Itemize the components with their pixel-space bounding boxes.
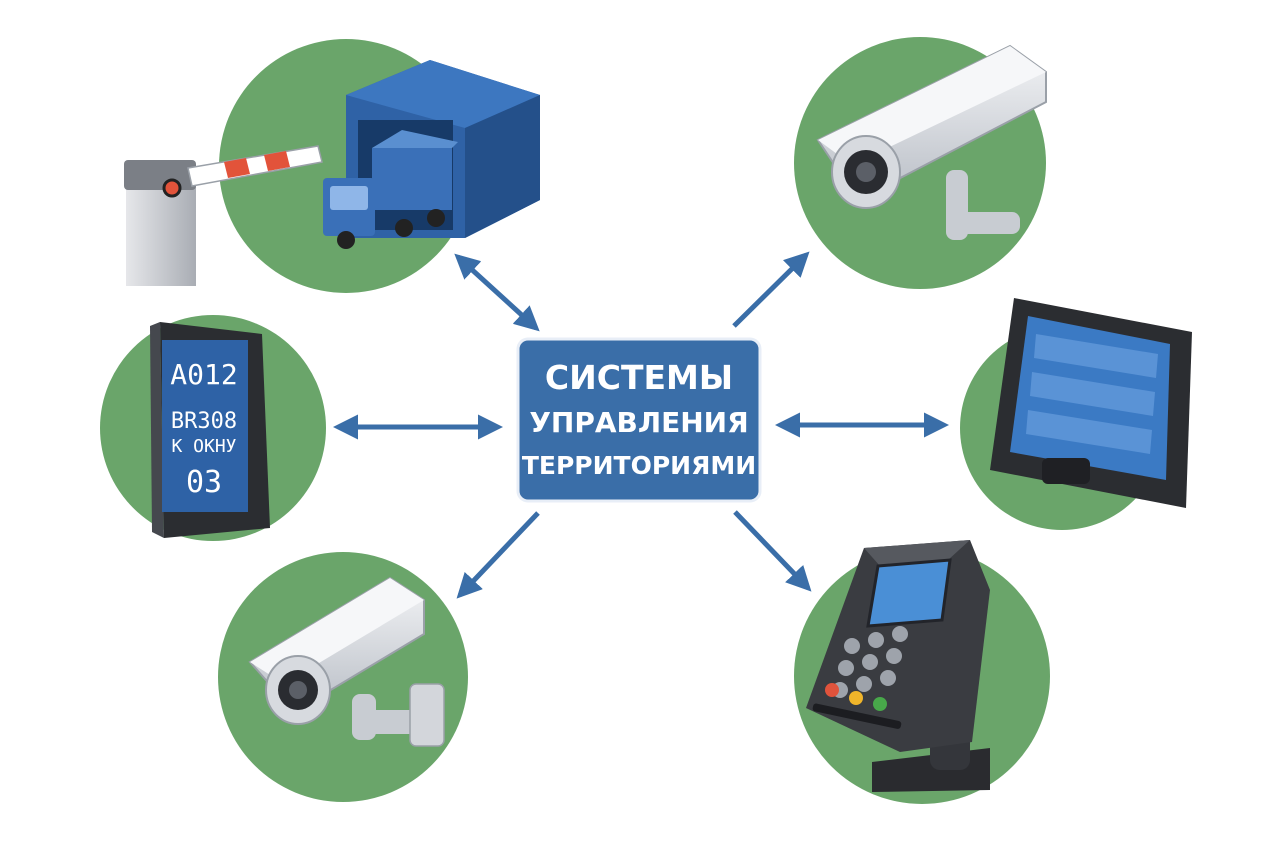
connection-arrows (333, 251, 949, 599)
queue-row-4: 03 (186, 465, 222, 500)
hub-line-2: УПРАВЛЕНИЯ (529, 406, 748, 439)
node-camera-top-right (794, 37, 1047, 289)
node-barrier-garage (124, 39, 540, 293)
queue-row-1: A012 (170, 358, 237, 391)
queue-row-3: К ОКНУ (171, 436, 236, 457)
payment-terminal-icon (806, 540, 990, 792)
cctv-camera-icon (816, 44, 1047, 240)
node-payment-terminal (794, 540, 1050, 804)
arrow-hub-to-camera-bottom (456, 511, 540, 599)
hub-line-1: СИСТЕМЫ (545, 358, 733, 397)
queue-row-2: BR308 (171, 409, 237, 434)
hub-line-3: ТЕРРИТОРИЯМИ (522, 451, 756, 480)
node-touch-panel (960, 298, 1192, 530)
control-panel-screen-icon (990, 298, 1192, 508)
barrier-gate-truck-warehouse-icon (124, 60, 540, 286)
node-camera-bottom-left (218, 552, 468, 802)
hub-box: СИСТЕМЫ УПРАВЛЕНИЯ ТЕРРИТОРИЯМИ (516, 337, 762, 503)
queue-display-terminal-icon: A012 BR308 К ОКНУ 03 (150, 322, 270, 538)
arrow-hub-to-payment-terminal (733, 510, 812, 592)
arrow-hub-to-barrier (454, 253, 540, 332)
cctv-camera-icon (248, 576, 445, 747)
node-queue-display: A012 BR308 К ОКНУ 03 (100, 315, 326, 541)
arrow-hub-to-camera-top (732, 251, 810, 328)
